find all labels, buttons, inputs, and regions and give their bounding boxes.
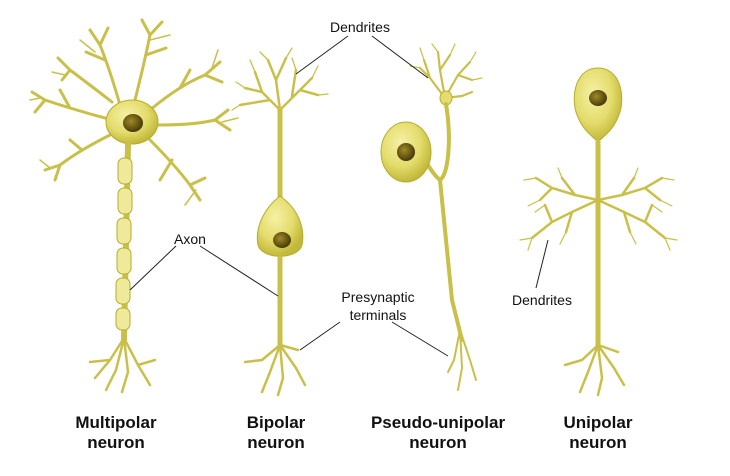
unipolar-dendrites xyxy=(530,176,667,240)
bipolar-neuron xyxy=(231,47,329,397)
multipolar-neuron xyxy=(29,18,239,394)
bipolar-nucleus xyxy=(273,232,291,248)
label-dendrites-top: Dendrites xyxy=(330,19,390,35)
multipolar-nucleus xyxy=(123,114,143,132)
bipolar-dendrites xyxy=(238,56,320,112)
title-pseudo-unipolar-line1: Pseudo-unipolar xyxy=(371,413,506,432)
title-multipolar-line2: neuron xyxy=(87,433,145,452)
pseudo-unipolar-dendrites xyxy=(418,50,474,100)
title-pseudo-unipolar-line2: neuron xyxy=(409,433,467,452)
pseudo-unipolar-axon-terminals xyxy=(447,329,477,391)
title-bipolar-line2: neuron xyxy=(247,433,305,452)
pseudo-unipolar-neuron xyxy=(380,43,483,391)
title-unipolar-line2: neuron xyxy=(569,433,627,452)
title-multipolar-line1: Multipolar xyxy=(75,413,157,432)
unipolar-axon-terminals xyxy=(563,343,626,397)
label-presynaptic: Presynaptic xyxy=(341,289,414,305)
pseudo-unipolar-nucleus xyxy=(397,143,415,161)
multipolar-myelin-sheath xyxy=(115,157,133,331)
multipolar-axon-terminals xyxy=(88,336,157,394)
pseudo-unipolar-axon xyxy=(437,102,464,342)
title-bipolar-line1: Bipolar xyxy=(247,413,306,432)
multipolar-dendrites xyxy=(30,18,232,202)
leader-lines xyxy=(129,35,549,357)
unipolar-nucleus xyxy=(589,90,607,106)
label-axon: Axon xyxy=(174,231,206,247)
title-unipolar-line1: Unipolar xyxy=(564,413,633,432)
label-terminals: terminals xyxy=(350,307,407,323)
label-dendrites-right: Dendrites xyxy=(512,292,572,308)
unipolar-neuron xyxy=(519,67,678,397)
bipolar-axon-terminals xyxy=(243,343,307,397)
